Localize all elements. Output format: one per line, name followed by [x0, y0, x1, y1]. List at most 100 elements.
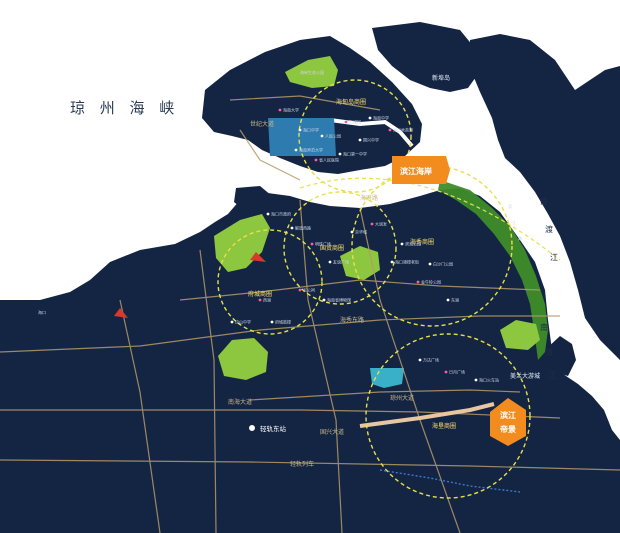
west-islet: [234, 186, 272, 212]
river-lower-char-3: 江: [548, 371, 556, 380]
zone-label-guomao: 国贸商圈: [320, 244, 344, 252]
poi-dot: [320, 134, 324, 138]
east-land: [470, 34, 620, 360]
poi-dot: [428, 262, 432, 266]
haidian-island: [202, 36, 422, 174]
poi-label: 大润发: [375, 221, 387, 227]
poi-label: 海口市政府: [271, 211, 291, 217]
poi-label: 府城鼓楼: [275, 319, 291, 325]
poi-label: 海南中学: [373, 115, 389, 121]
poi-dot: [230, 320, 234, 324]
east-island-1: [545, 336, 576, 376]
poi-markers: 海南大学海口中学人民公园万绿园国兴中学海口第一中学省人民医院海南师范大学海南中学…: [230, 107, 499, 383]
mainland: [0, 188, 620, 533]
poi-label: 海口第一中学: [343, 151, 367, 157]
main-expressway: [359, 402, 495, 428]
haidian-river: [329, 118, 414, 148]
poi-label: 海口骑楼老街: [395, 259, 419, 265]
poi-dot: [310, 242, 314, 246]
poi-dot: [400, 242, 404, 246]
poi-dot: [418, 358, 422, 362]
poi-label: 海南省博物馆: [327, 297, 351, 303]
strait-label: 琼 州 海 峡: [70, 99, 179, 117]
park-north: [285, 56, 338, 88]
poi-dot: [474, 378, 478, 382]
poi-dot: [278, 108, 282, 112]
light-rail-line: [379, 469, 521, 493]
poi-dot: [328, 260, 332, 264]
rail-line-label: 轻轨列车: [290, 460, 314, 468]
riverside-badge[interactable]: 滨江 帝景: [490, 398, 526, 446]
river-lower-char-2: 渡: [545, 347, 553, 357]
poi-label: 海南大学: [283, 107, 299, 113]
poi-label: 日月广场: [449, 369, 465, 375]
poi-dot: [350, 230, 354, 234]
riverside-badge-line2: 帝景: [500, 424, 516, 434]
poi-dot: [416, 280, 420, 284]
poi-dot: [358, 138, 362, 142]
poi-label: 五公祠: [303, 287, 315, 293]
poi-dot: [298, 128, 302, 132]
east-island-2: [520, 478, 552, 510]
poi-label: 省人民医院: [319, 157, 339, 163]
coast-badge[interactable]: 滨江海岸: [392, 156, 450, 184]
poi-dot: [388, 128, 392, 132]
poi-label: 友谊广场: [333, 259, 349, 265]
river-char-3: 江: [550, 253, 558, 262]
west-poi-label: 海口: [38, 309, 46, 315]
poi-dot: [444, 370, 448, 374]
poi-label: 海口中学: [303, 127, 319, 133]
river-char-2: 渡: [545, 224, 553, 234]
poi-dot: [290, 226, 294, 230]
poi-label: 金牛岭公园: [421, 279, 441, 285]
river-char-1: 南: [540, 196, 548, 206]
park-east-label: 美兰大游城: [510, 372, 540, 380]
poi-dot: [338, 152, 342, 156]
poi-dot: [370, 222, 374, 226]
poi-label: 万绿园: [349, 119, 361, 125]
poi-dot: [446, 298, 450, 302]
poi-label: 京华城: [355, 229, 367, 235]
poi-label: 海口秀英港: [393, 127, 413, 133]
road-mid-label: 海府路: [360, 194, 378, 202]
rail-station-label: 轻轨东站: [260, 424, 287, 433]
coast-arc: [299, 177, 561, 261]
zone-circles: [217, 79, 531, 499]
poi-dot: [314, 158, 318, 162]
rail-station-icon: [248, 424, 256, 432]
road-network: [0, 95, 620, 533]
poi-label: 国兴中学: [363, 137, 379, 143]
poi-label: 明珠广场: [315, 241, 331, 247]
road-north-label: 世纪大道: [250, 120, 274, 128]
poi-dot: [270, 320, 274, 324]
poi-dot: [344, 120, 348, 124]
road-south-label: 南海大道: [228, 398, 252, 406]
red-arrow-1: [250, 252, 266, 262]
road-east2-label: 琼州大道: [390, 394, 414, 402]
poi-label: 西湖: [263, 297, 271, 303]
river-lower-char-1: 南: [540, 322, 548, 332]
poi-label: 解放西路: [295, 225, 311, 231]
bank-road-char-2: 江: [512, 219, 516, 225]
poi-label: 滨海公园: [405, 241, 421, 247]
poi-dot: [322, 298, 326, 302]
poi-label: 万达广场: [423, 357, 439, 363]
zone-label-haidian: 海甸岛商圈: [336, 98, 366, 106]
road-east-label: 国兴大道: [320, 428, 344, 436]
park-east: [500, 320, 540, 350]
poi-label: 海口火车站: [479, 377, 499, 383]
zone-label-fucheng: 府城商圈: [248, 290, 272, 298]
poi-dot: [294, 148, 298, 152]
poi-dot: [258, 298, 262, 302]
poi-label: 琼山中学: [235, 319, 251, 325]
poi-label: 人民公园: [325, 133, 341, 139]
zone-label-haixiu: 海秀商圈: [410, 238, 434, 246]
poi-label: 东湖: [451, 297, 459, 303]
riverside-badge-line1: 滨江: [500, 410, 516, 420]
red-arrow-2: [114, 308, 128, 318]
park-south: [218, 338, 268, 380]
road-center-label: 海秀东路: [340, 316, 364, 324]
park-north-label: 海甸生态公园: [300, 69, 324, 75]
poi-dot: [266, 212, 270, 216]
